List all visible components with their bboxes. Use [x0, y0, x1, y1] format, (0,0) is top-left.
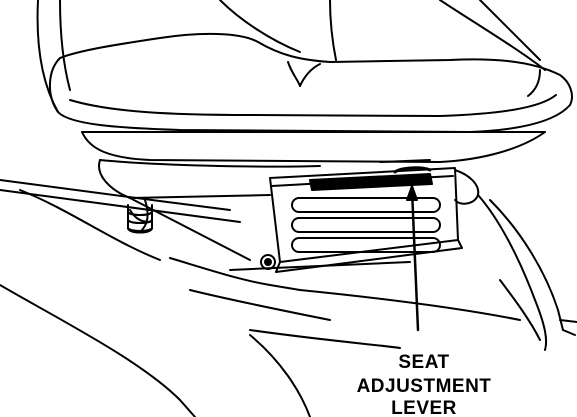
spring-cylinder-icon [127, 204, 153, 234]
seat-pan [81, 131, 546, 168]
floor-panel [0, 179, 521, 417]
callout-label-line-2: ADJUSTMENT [357, 376, 492, 397]
bolt-icon [260, 254, 276, 270]
adjustment-lever [309, 166, 433, 191]
seat-cushion [49, 32, 573, 133]
side-panel-right [454, 169, 577, 351]
callout-label-line-1: SEAT [398, 352, 449, 373]
callout-leader-line [406, 185, 420, 332]
callout-label-line-3: LEVER [391, 398, 457, 417]
housing-slots [291, 197, 441, 253]
seat-base [98, 159, 271, 261]
